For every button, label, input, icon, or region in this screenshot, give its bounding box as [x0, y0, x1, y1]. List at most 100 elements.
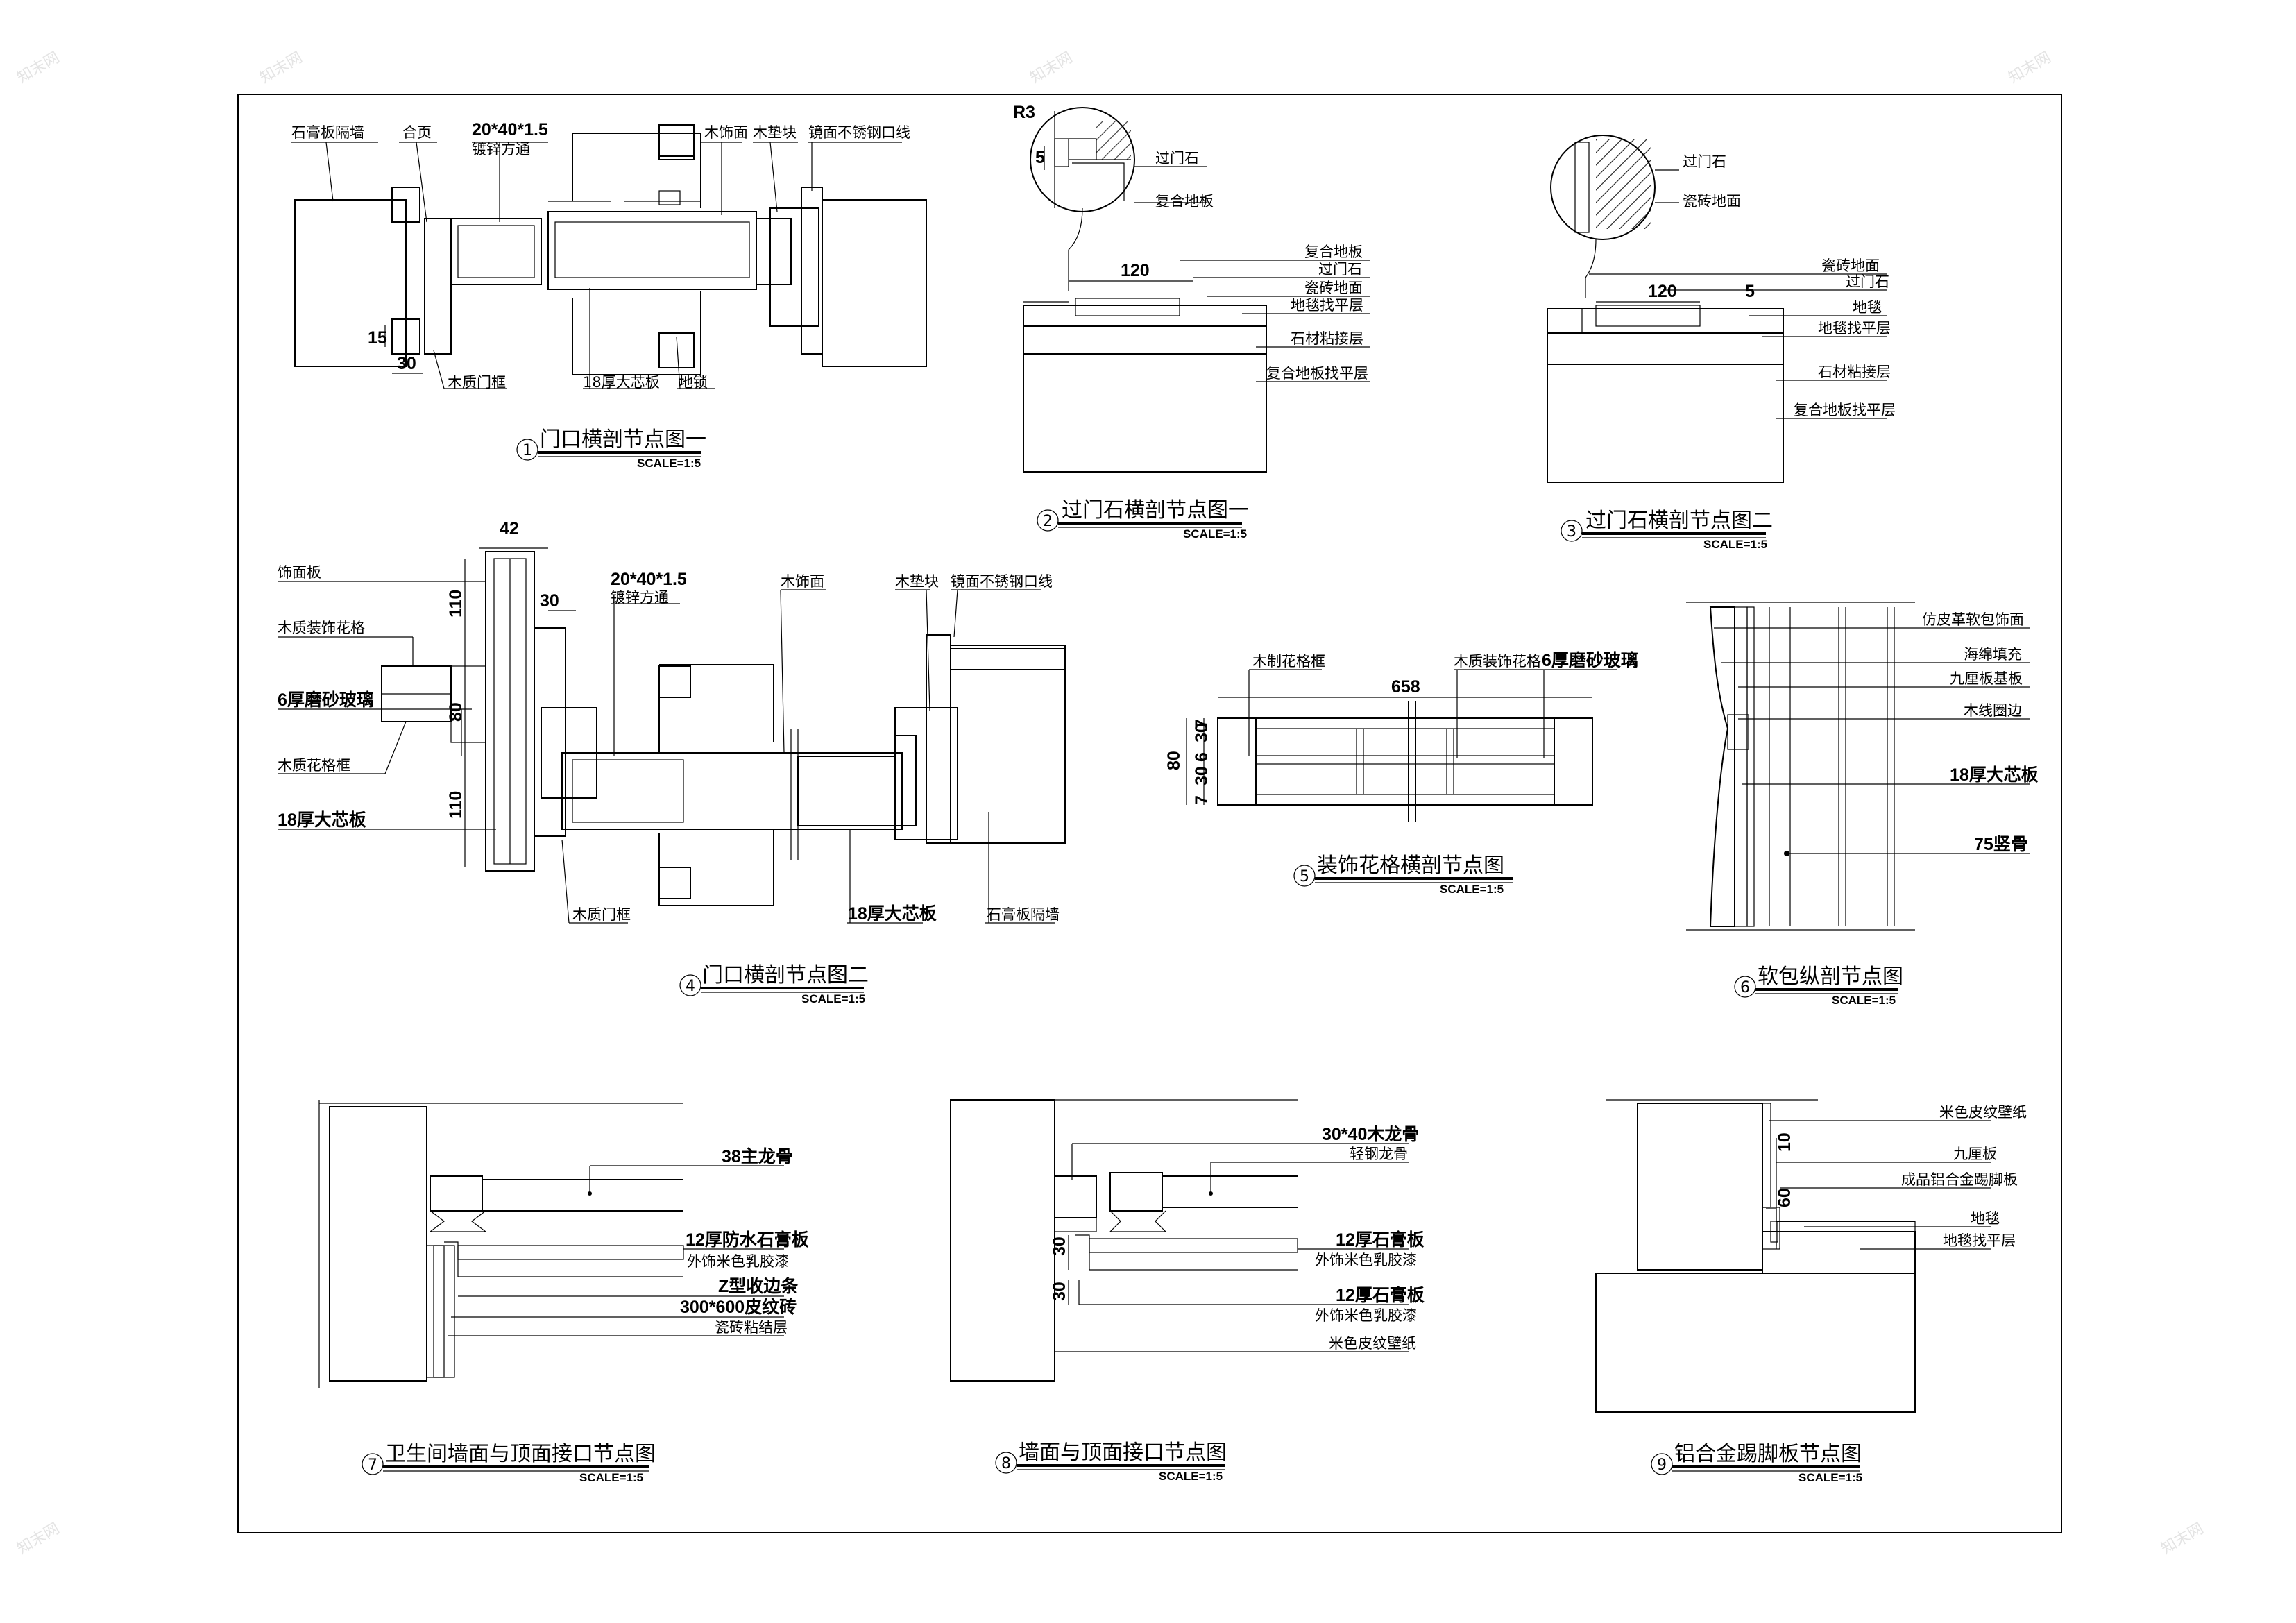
- detail-number: 4: [686, 978, 695, 995]
- label: 外饰米色乳胶漆: [687, 1253, 789, 1270]
- label: 6厚磨砂玻璃: [278, 690, 374, 710]
- watermark-text: 知末网: [15, 1520, 63, 1558]
- dimension: 30: [1050, 1237, 1069, 1256]
- label: 木饰面: [704, 124, 748, 141]
- label: 轻钢龙骨: [1350, 1146, 1408, 1162]
- detail-number-circle: [1734, 976, 1756, 998]
- detail-number: 1: [522, 442, 532, 459]
- detail-scale: SCALE=1:5: [1440, 883, 1504, 896]
- detail-2-threshold-section: 120 R3 5 过门石 复合地板 复合地板 过门石 瓷砖地面 地毯找平层 石材…: [1013, 103, 1370, 541]
- label: 复合地板: [1155, 193, 1214, 210]
- watermark-text: 知末网: [15, 49, 63, 87]
- label: 复合地板找平层: [1266, 365, 1368, 382]
- label: 过门石: [1683, 153, 1726, 170]
- dimension: 30: [1192, 723, 1211, 742]
- dimension: 60: [1775, 1188, 1794, 1207]
- detail-7-bathroom-ceiling-junction: 38主龙骨 12厚防水石膏板 外饰米色乳胶漆 Z型收边条 300*600皮纹砖 …: [318, 1100, 809, 1484]
- label: 地毯找平层: [1291, 297, 1363, 314]
- label: 石膏板隔墙: [291, 124, 364, 141]
- label: 12厚防水石膏板: [686, 1230, 809, 1250]
- watermark-text: 知末网: [2006, 49, 2055, 87]
- label: 30*40木龙骨: [1322, 1125, 1419, 1144]
- detail-scale: SCALE=1:5: [1159, 1470, 1223, 1483]
- drawing-frame: [237, 94, 2062, 1533]
- label: 18厚大芯板: [583, 374, 660, 391]
- dimension: 120: [1648, 282, 1677, 301]
- detail-scale: SCALE=1:5: [1798, 1471, 1862, 1484]
- dimension: 42: [500, 519, 519, 538]
- label: 瓷砖地面: [1821, 257, 1880, 274]
- label: 木制花格框: [1252, 653, 1325, 670]
- detail-number: 8: [1001, 1455, 1011, 1472]
- detail-number: 9: [1657, 1456, 1667, 1474]
- label: 地锁: [679, 374, 708, 391]
- dimension: 7: [1192, 719, 1211, 729]
- dimension: 120: [1121, 261, 1150, 280]
- label: 镀锌方通: [472, 141, 530, 158]
- label: 地毯找平层: [1818, 320, 1891, 337]
- label: 木饰面: [781, 573, 824, 590]
- label: 石膏板隔墙: [987, 906, 1060, 923]
- label: 九厘板: [1953, 1146, 1997, 1162]
- label: 300*600皮纹砖: [680, 1297, 797, 1317]
- detail-scale: SCALE=1:5: [1703, 538, 1767, 551]
- label: 地毯: [1971, 1210, 2000, 1227]
- label: 75竖骨: [1974, 835, 2028, 854]
- label: 木质门框: [448, 374, 506, 391]
- detail-number: 5: [1300, 868, 1309, 885]
- detail-3-threshold-section: 120 5 过门石 瓷砖地面 瓷砖地面 过门石 地毯 地毯找平层 石材粘接层 复…: [1547, 135, 1896, 551]
- label: 18厚大芯板: [1950, 765, 2039, 785]
- label: 木质门框: [572, 906, 631, 923]
- detail-scale: SCALE=1:5: [579, 1471, 643, 1484]
- label: 瓷砖地面: [1304, 280, 1363, 296]
- label: 12厚石膏板: [1336, 1285, 1425, 1305]
- label: 镀锌方通: [611, 589, 669, 606]
- label: 米色皮纹壁纸: [1329, 1335, 1416, 1352]
- detail-number: 2: [1043, 513, 1053, 530]
- label: 地毯: [1853, 299, 1882, 316]
- label: 海绵填充: [1964, 646, 2022, 663]
- detail-number: 6: [1740, 979, 1750, 996]
- detail-9-skirting-section: 米色皮纹壁纸 九厘板 成品铝合金踢脚板 地毯 地毯找平层 10 60 9 铝合金…: [1595, 1099, 2027, 1484]
- label: 过门石: [1318, 261, 1362, 278]
- label: 石材粘接层: [1291, 330, 1363, 347]
- label: 木质装饰花格: [278, 620, 365, 636]
- detail-title: 过门石横剖节点图一: [1062, 498, 1249, 522]
- label: 瓷砖粘结层: [715, 1319, 788, 1336]
- label: 木质花格框: [278, 757, 350, 774]
- dimension: 80: [446, 702, 466, 722]
- label: 12厚石膏板: [1336, 1230, 1425, 1250]
- label: 18厚大芯板: [848, 904, 937, 924]
- detail-title: 软包纵剖节点图: [1758, 965, 1903, 989]
- watermark-text: 知末网: [1028, 49, 1076, 87]
- label: 过门石: [1846, 273, 1889, 290]
- dimension: 30: [397, 354, 416, 373]
- label: 外饰米色乳胶漆: [1315, 1307, 1417, 1324]
- label: 镜面不锈钢口线: [951, 573, 1053, 590]
- label: 木垫块: [895, 573, 939, 590]
- label: 复合地板: [1304, 244, 1363, 260]
- dimension: 6: [1192, 752, 1211, 762]
- detail-title: 卫生间墙面与顶面接口节点图: [385, 1442, 656, 1466]
- detail-number: 3: [1567, 523, 1576, 541]
- detail-5-lattice-section: 木制花格框 木质装饰花格 6厚磨砂玻璃 658 80 30 6 30 7 7 5…: [1164, 650, 1638, 896]
- detail-scale: SCALE=1:5: [801, 992, 865, 1005]
- dimension: 30: [1050, 1282, 1069, 1301]
- dimension: 110: [446, 590, 466, 618]
- detail-number-circle: [1293, 865, 1316, 887]
- label: 瓷砖地面: [1683, 193, 1741, 210]
- label: 6厚磨砂玻璃: [1542, 650, 1638, 670]
- detail-number-circle: [516, 439, 538, 461]
- label: Z型收边条: [718, 1277, 799, 1296]
- label: 米色皮纹壁纸: [1939, 1104, 2027, 1121]
- detail-number-circle: [362, 1453, 384, 1475]
- detail-8-wall-ceiling-junction: 30*40木龙骨 轻钢龙骨 12厚石膏板 外饰米色乳胶漆 12厚石膏板 外饰米色…: [950, 1099, 1425, 1483]
- dimension: 10: [1775, 1132, 1794, 1152]
- detail-title: 门口横剖节点图一: [540, 427, 706, 452]
- dimension: 110: [446, 791, 466, 819]
- label: 18厚大芯板: [278, 810, 366, 830]
- label: 38主龙骨: [722, 1147, 793, 1166]
- detail-1-door-section: 石膏板隔墙 合页 20*40*1.5 镀锌方通 木饰面 木垫块 镜面不锈钢口线 …: [291, 120, 927, 470]
- detail-title: 装饰花格横剖节点图: [1317, 853, 1504, 878]
